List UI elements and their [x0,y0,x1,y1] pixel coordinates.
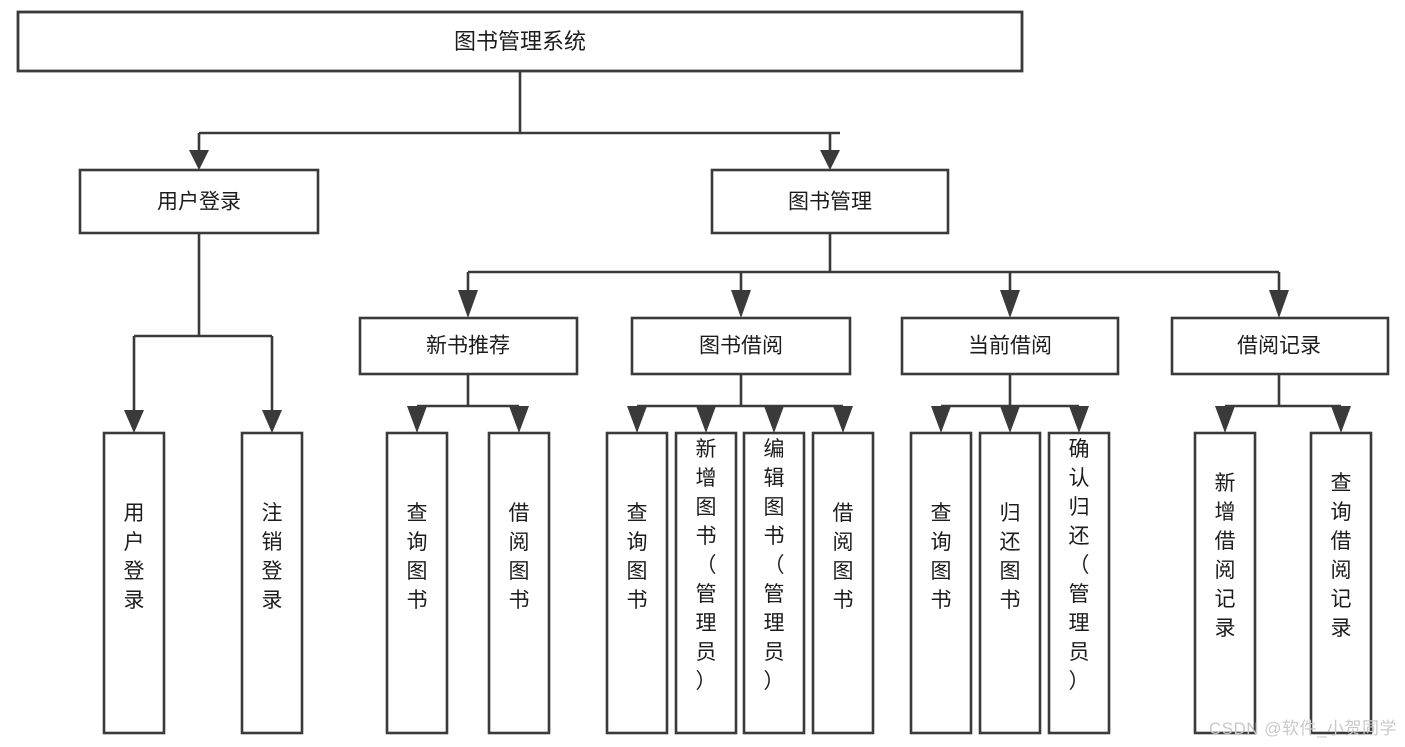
node-label-new-book-recommend: 新书推荐 [426,335,510,358]
node-book-borrow[interactable]: 图书借阅 [630,316,852,376]
node-label-borrow-record: 借阅记录 [1237,335,1321,358]
leaf-label-newbook-query-book: 查询图书 [407,502,428,612]
connector-layer [124,71,1351,433]
node-user-login[interactable]: 用户登录 [78,168,320,235]
leaf-label-newbook-borrow-book: 借阅图书 [509,502,530,612]
node-borrow-record[interactable]: 借阅记录 [1170,316,1390,376]
leaf-node-currentborrow-return-book[interactable]: 归还图书 [978,431,1042,735]
arrow-borrowrecord-leaf-1 [1215,406,1235,433]
leaf-label-currentborrow-query-book: 查询图书 [931,502,952,612]
leaf-node-bookborrow-borrow-book[interactable]: 借阅图书 [811,431,875,735]
arrow-newbook-leaf-1 [407,406,427,433]
leaf-node-bookborrow-query-book[interactable]: 查询图书 [605,431,669,735]
arrow-currentborrow-leaf-3 [1069,406,1089,433]
arrow-bookborrow-leaf-4 [833,406,853,433]
leaf-label-currentborrow-return-book: 归还图书 [1000,502,1021,612]
leaf-node-currentborrow-query-book[interactable]: 查询图书 [909,431,973,735]
node-root-book-management-system[interactable]: 图书管理系统 [16,10,1024,73]
node-label-book-management: 图书管理 [788,191,872,214]
leaf-label-bookborrow-edit-book: 编辑图书（管理员） [764,438,785,693]
leaf-node-bookborrow-edit-book[interactable]: 编辑图书（管理员） [742,431,806,735]
arrow-bookborrow-leaf-3 [764,406,784,433]
leaf-node-bookborrow-add-book[interactable]: 新增图书（管理员） [674,431,738,735]
arrow-bookborrow-leaf-2 [696,406,716,433]
leaf-label-currentborrow-confirm-return: 确认归还（管理员） [1069,438,1090,693]
arrow-currentborrow-leaf-2 [1000,406,1020,433]
leaf-node-user-login-login[interactable]: 用户登录 [102,431,166,735]
arrow-userlogin-leaf-1 [124,410,144,433]
arrow-userlogin-leaf-2 [262,410,282,433]
leaf-node-user-logout[interactable]: 注销登录 [240,431,304,735]
node-book-management[interactable]: 图书管理 [710,168,950,235]
leaf-node-currentborrow-confirm-return[interactable]: 确认归还（管理员） [1047,431,1111,735]
leaf-label-bookborrow-add-book: 新增图书（管理员） [696,438,717,693]
node-new-book-recommend[interactable]: 新书推荐 [358,316,579,376]
node-current-borrow[interactable]: 当前借阅 [900,316,1120,376]
arrow-newbook-leaf-2 [509,406,529,433]
node-label-book-borrow: 图书借阅 [699,335,783,358]
arrow-to-book-mgmt [820,150,840,170]
leaf-label-borrowrecord-query-record: 查询借阅记录 [1331,472,1352,640]
node-label-root: 图书管理系统 [454,29,586,54]
arrow-to-current-borrow [1000,290,1020,318]
csdn-watermark: CSDN @软件_小贺同学 [1208,719,1397,738]
arrow-to-new-book-recommend [458,290,478,318]
leaf-label-bookborrow-borrow-book: 借阅图书 [833,502,854,612]
arrow-currentborrow-leaf-1 [931,406,951,433]
arrow-bookborrow-leaf-1 [627,406,647,433]
arrow-borrowrecord-leaf-2 [1331,406,1351,433]
leaf-label-user-logout: 注销登录 [262,502,283,612]
leaf-node-borrowrecord-query-record[interactable]: 查询借阅记录 [1309,431,1373,735]
leaf-label-bookborrow-query-book: 查询图书 [627,502,648,612]
leaf-label-borrowrecord-add-record: 新增借阅记录 [1215,472,1236,640]
leaf-node-newbook-query-book[interactable]: 查询图书 [385,431,449,735]
arrow-to-borrow-record [1269,290,1289,318]
leaf-node-borrowrecord-add-record[interactable]: 新增借阅记录 [1193,431,1257,735]
node-label-user-login: 用户登录 [157,191,241,214]
arrow-to-book-borrow [731,290,751,318]
arrow-to-user-login [189,150,209,170]
leaf-label-user-login-login: 用户登录 [124,502,145,612]
node-label-current-borrow: 当前借阅 [968,335,1052,358]
leaf-node-newbook-borrow-book[interactable]: 借阅图书 [487,431,551,735]
